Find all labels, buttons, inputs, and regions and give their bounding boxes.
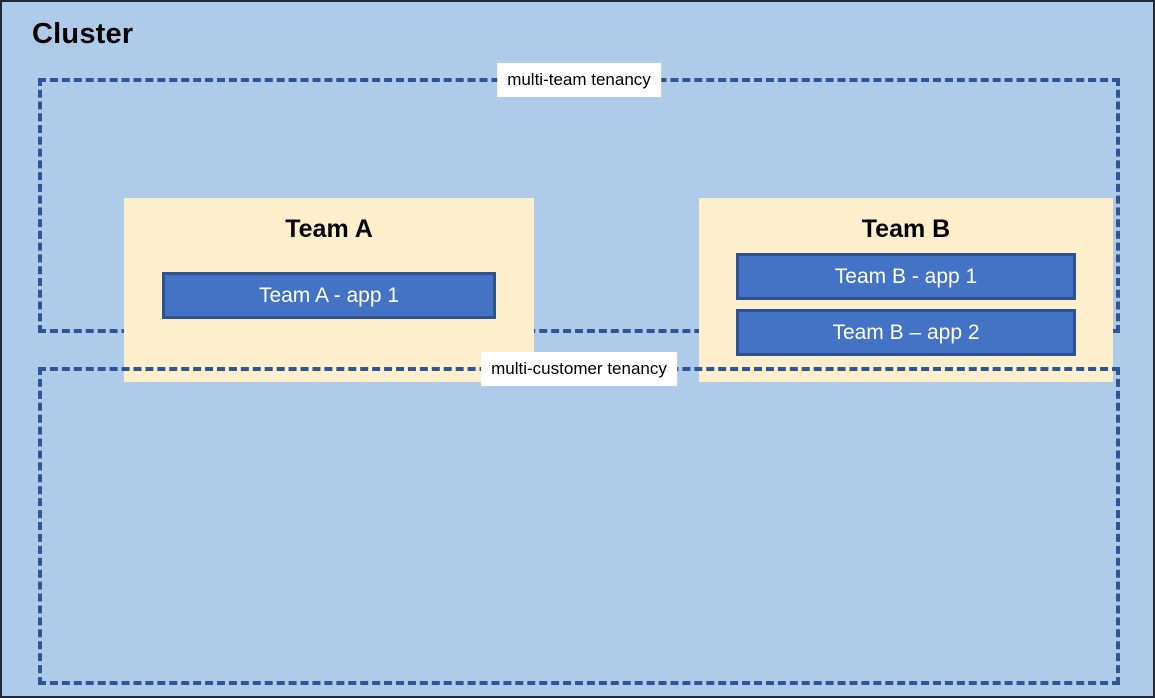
group-label-multi-team-tenancy: multi-team tenancy [497,63,661,97]
group-label-multi-customer-tenancy: multi-customer tenancy [481,352,677,386]
team-box-team-b: Team B Team B - app 1 Team B – app 2 [699,198,1113,382]
team-box-team-a: Team A Team A - app 1 [124,198,534,382]
team-title-team-a: Team A [285,215,373,243]
team-title-team-b: Team B [861,215,951,243]
app-box-team-b-app-1[interactable]: Team B - app 1 [736,253,1076,300]
app-list-team-a: Team A - app 1 [124,272,534,319]
app-box-team-b-app-2[interactable]: Team B – app 2 [736,309,1076,356]
group-multi-team-tenancy: multi-team tenancy Team A Team A - app 1… [38,63,1120,382]
group-multi-customer-tenancy: multi-customer tenancy Team C Team C – a… [38,352,1120,685]
app-list-team-b: Team B - app 1 Team B – app 2 [699,253,1113,356]
cluster-title: Cluster [32,18,134,50]
app-box-team-a-app-1[interactable]: Team A - app 1 [162,272,496,319]
